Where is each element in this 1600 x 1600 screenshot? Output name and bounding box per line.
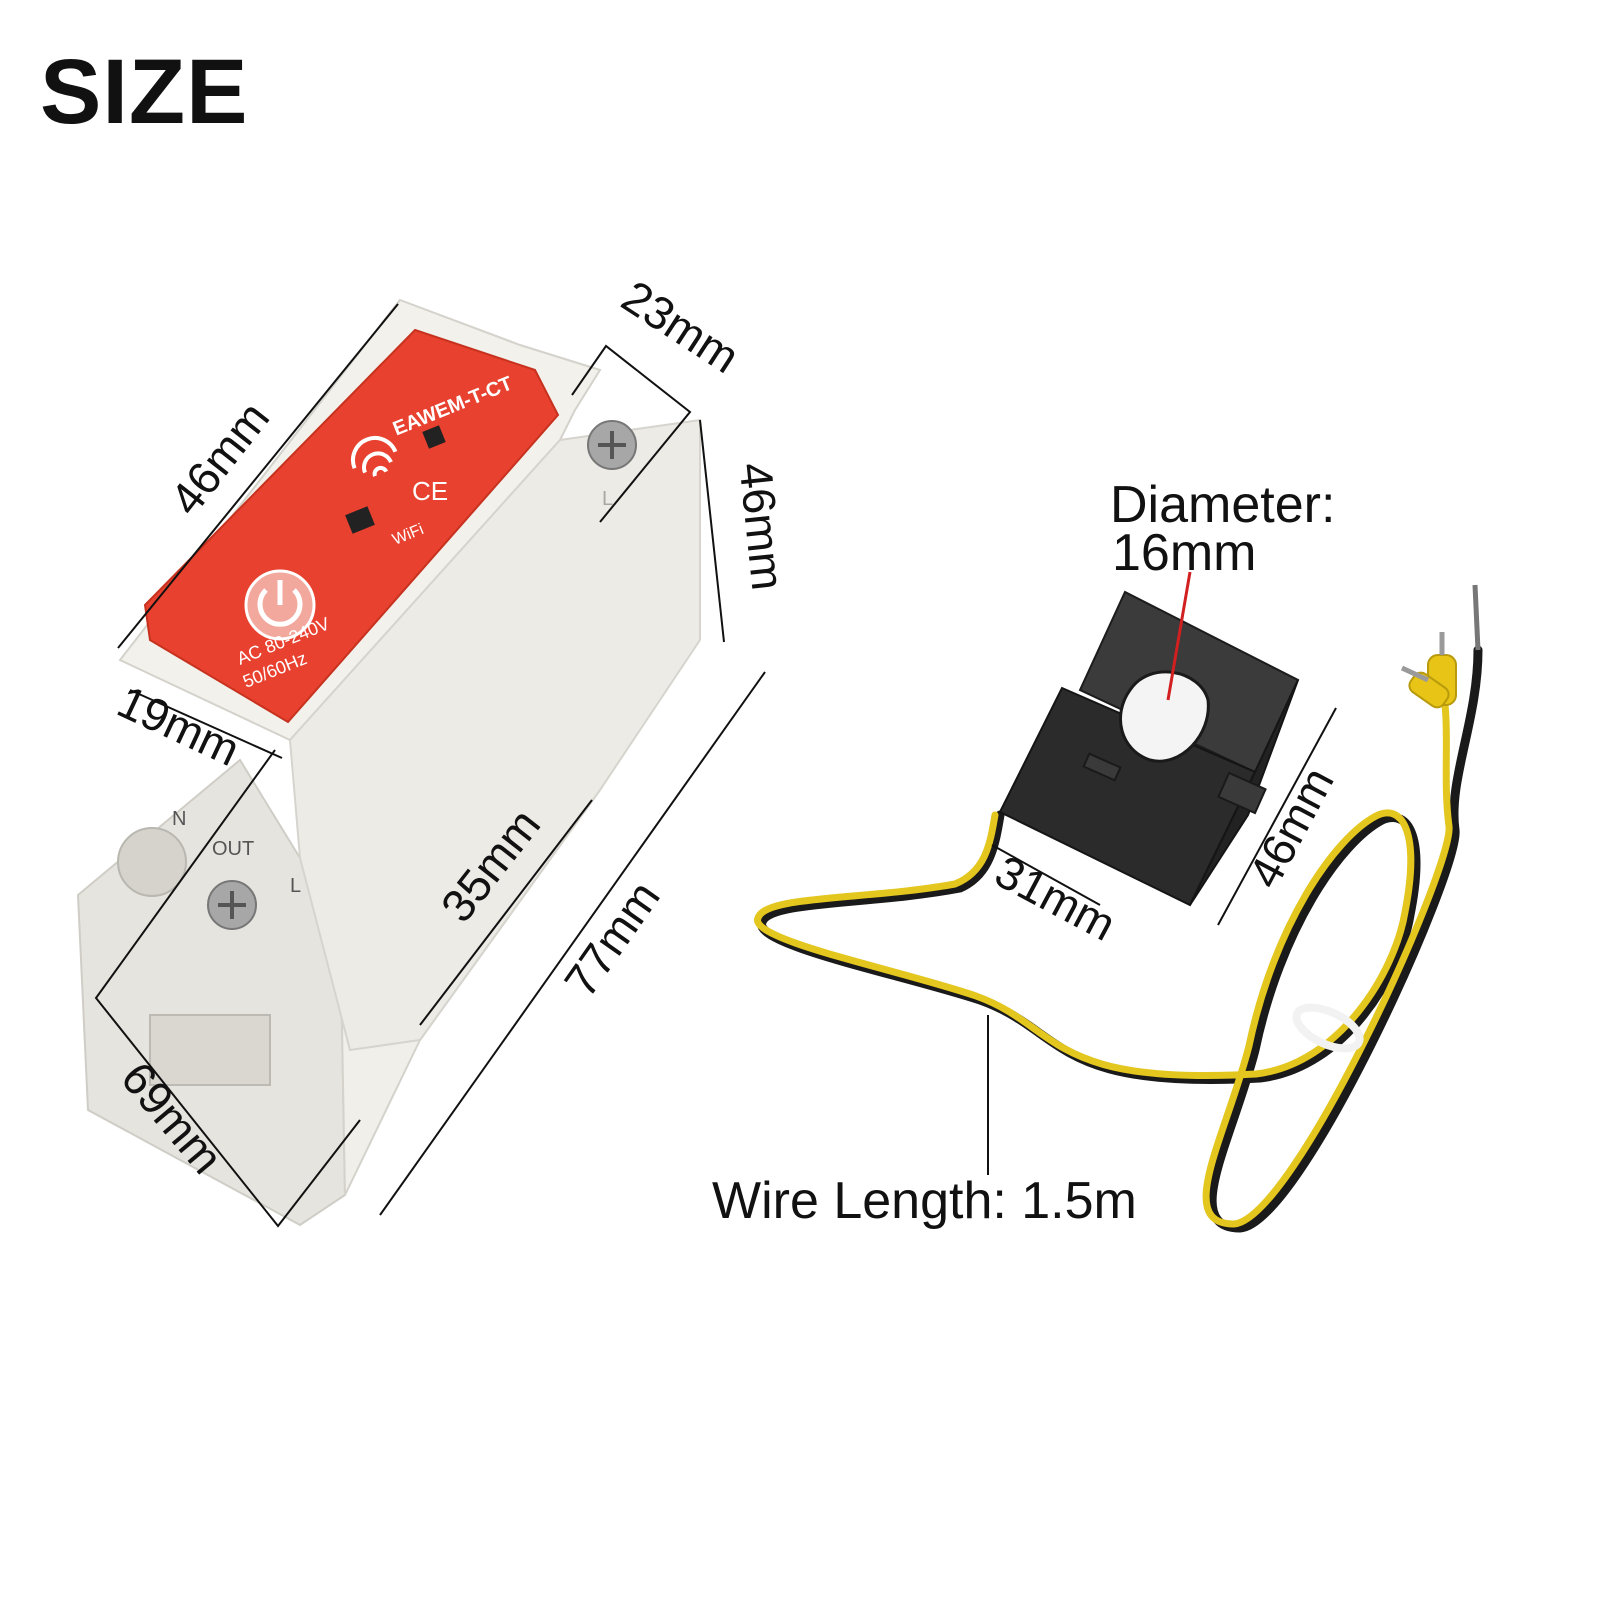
terminal-n-label: N [172, 808, 186, 830]
meter-indicator-2 [345, 506, 375, 534]
ct-labels: Diameter: 16mm 31mm 46mm Wire Length: 1.… [712, 476, 1344, 1230]
diameter-pointer-line [1166, 571, 1192, 701]
meter-main-side [288, 418, 701, 1052]
wire-length-label: Wire Length: 1.5m [712, 1172, 1137, 1230]
ct-clamp [754, 584, 1483, 1233]
dim-line-base-length [94, 749, 361, 1228]
neutral-terminal-hole [117, 827, 187, 897]
meter-dimension-lines [94, 303, 766, 1228]
dim-line-front-length [117, 303, 399, 649]
dim-line-middle-length [419, 799, 593, 1026]
din-rail-clip [149, 1014, 271, 1086]
lead-wire-tip [1472, 584, 1481, 651]
label-side-height: 46mm [729, 460, 794, 593]
label-full-height: 77mm [554, 872, 670, 1007]
dim-line-top-width [571, 344, 692, 523]
bottom-screw-icon [207, 880, 257, 930]
power-button-icon [244, 569, 316, 641]
ct-wire-black [757, 645, 1483, 1233]
meter-indicator-1 [422, 425, 446, 449]
ct-dimension-lines [987, 707, 1337, 1175]
ct-clamp-latch [1082, 752, 1122, 782]
dim-line-front-depth [129, 689, 283, 759]
energy-meter: EAWEM-T-CT CE WiFi AC 80-240V 50/60Hz L … [76, 298, 701, 1227]
terminal-out-label: OUT [212, 838, 254, 860]
top-screw-icon [587, 420, 637, 470]
diameter-value: 16mm [1112, 524, 1256, 582]
cable-tie [1292, 1003, 1364, 1053]
page-title: SIZE [40, 41, 249, 143]
top-terminal-label: L [602, 488, 613, 510]
ce-mark: CE [412, 476, 448, 506]
dim-line-full-height [379, 671, 766, 1216]
ct-clamp-hinge [1217, 771, 1267, 815]
ct-wire-yellow [754, 676, 1453, 1228]
wifi-icon [351, 436, 398, 477]
ferrule-yellow-2 [1408, 671, 1450, 709]
dim-line-ct-height [1217, 707, 1337, 926]
diameter-label: Diameter: [1110, 476, 1335, 534]
terminal-l-label: L [290, 875, 301, 897]
ferrule-pin-2 [1400, 665, 1430, 683]
dim-line-ct-width [991, 844, 1101, 906]
dim-line-side-height [699, 419, 725, 643]
ct-clamp-side [1189, 679, 1299, 906]
